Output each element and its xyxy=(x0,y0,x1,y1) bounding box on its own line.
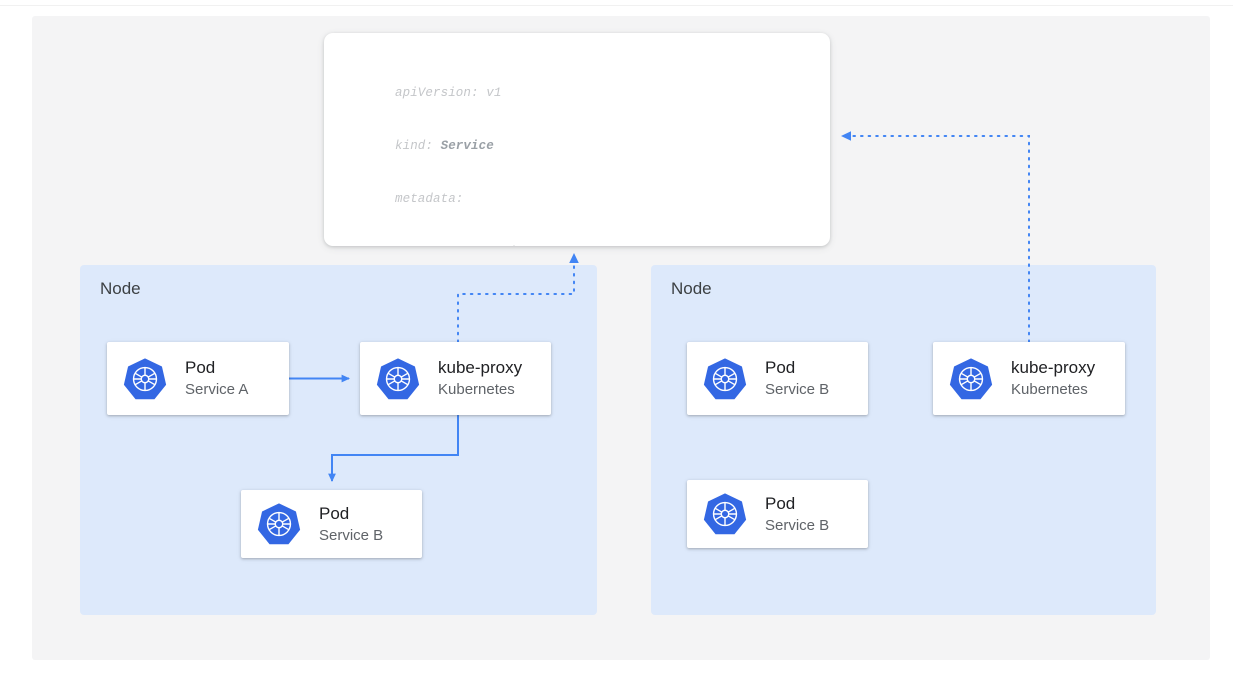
kubernetes-icon xyxy=(949,357,993,399)
service-yaml-text: apiVersion: v1 kind: Service metadata: n… xyxy=(395,50,707,246)
yaml-line-apiversion: apiVersion: v1 xyxy=(395,86,502,101)
card-subtitle: Service B xyxy=(765,516,830,534)
card-title: Pod xyxy=(765,358,796,377)
card-subtitle: Kubernetes xyxy=(438,381,515,398)
node-panel-left: Node xyxy=(80,265,597,615)
card-pod-service-b-left[interactable]: Pod Service B xyxy=(241,490,422,558)
card-subtitle: Service A xyxy=(185,381,249,398)
node-panel-right: Node xyxy=(651,265,1156,615)
card-text: Pod Service A xyxy=(185,357,248,400)
service-yaml-card: apiVersion: v1 kind: Service metadata: n… xyxy=(324,33,830,246)
card-text: kube-proxy Kubernetes xyxy=(1011,357,1095,400)
yaml-line-name: name: my-service xyxy=(395,244,707,246)
card-subtitle: Service B xyxy=(765,381,830,398)
card-text: Pod Service B xyxy=(319,503,383,546)
yaml-line-kind: kind: Service xyxy=(395,138,494,153)
card-text: Pod Service B xyxy=(765,357,829,400)
card-subtitle: Kubernetes xyxy=(1011,381,1088,398)
card-text: kube-proxy Kubernetes xyxy=(438,357,522,400)
card-title: Pod xyxy=(185,358,216,377)
top-divider xyxy=(0,5,1233,6)
card-title: kube-proxy xyxy=(438,358,523,377)
kubernetes-icon xyxy=(703,493,747,535)
node-label-left: Node xyxy=(100,279,141,298)
kubernetes-icon xyxy=(376,357,420,399)
card-title: Pod xyxy=(319,503,350,523)
card-kube-proxy-right[interactable]: kube-proxy Kubernetes xyxy=(933,342,1125,415)
card-subtitle: Service B xyxy=(319,526,384,544)
node-label-right: Node xyxy=(671,279,712,298)
card-title: Pod xyxy=(765,493,796,513)
kubernetes-icon xyxy=(703,357,747,399)
yaml-line-metadata: metadata: xyxy=(395,191,464,206)
kubernetes-icon xyxy=(257,503,301,545)
card-text: Pod Service B xyxy=(765,493,829,536)
card-kube-proxy-left[interactable]: kube-proxy Kubernetes xyxy=(360,342,551,415)
card-pod-service-a[interactable]: Pod Service A xyxy=(107,342,289,415)
card-pod-service-b-right-bottom[interactable]: Pod Service B xyxy=(687,480,868,548)
card-title: kube-proxy xyxy=(1011,358,1096,377)
kubernetes-icon xyxy=(123,357,167,399)
card-pod-service-b-right-top[interactable]: Pod Service B xyxy=(687,342,868,415)
